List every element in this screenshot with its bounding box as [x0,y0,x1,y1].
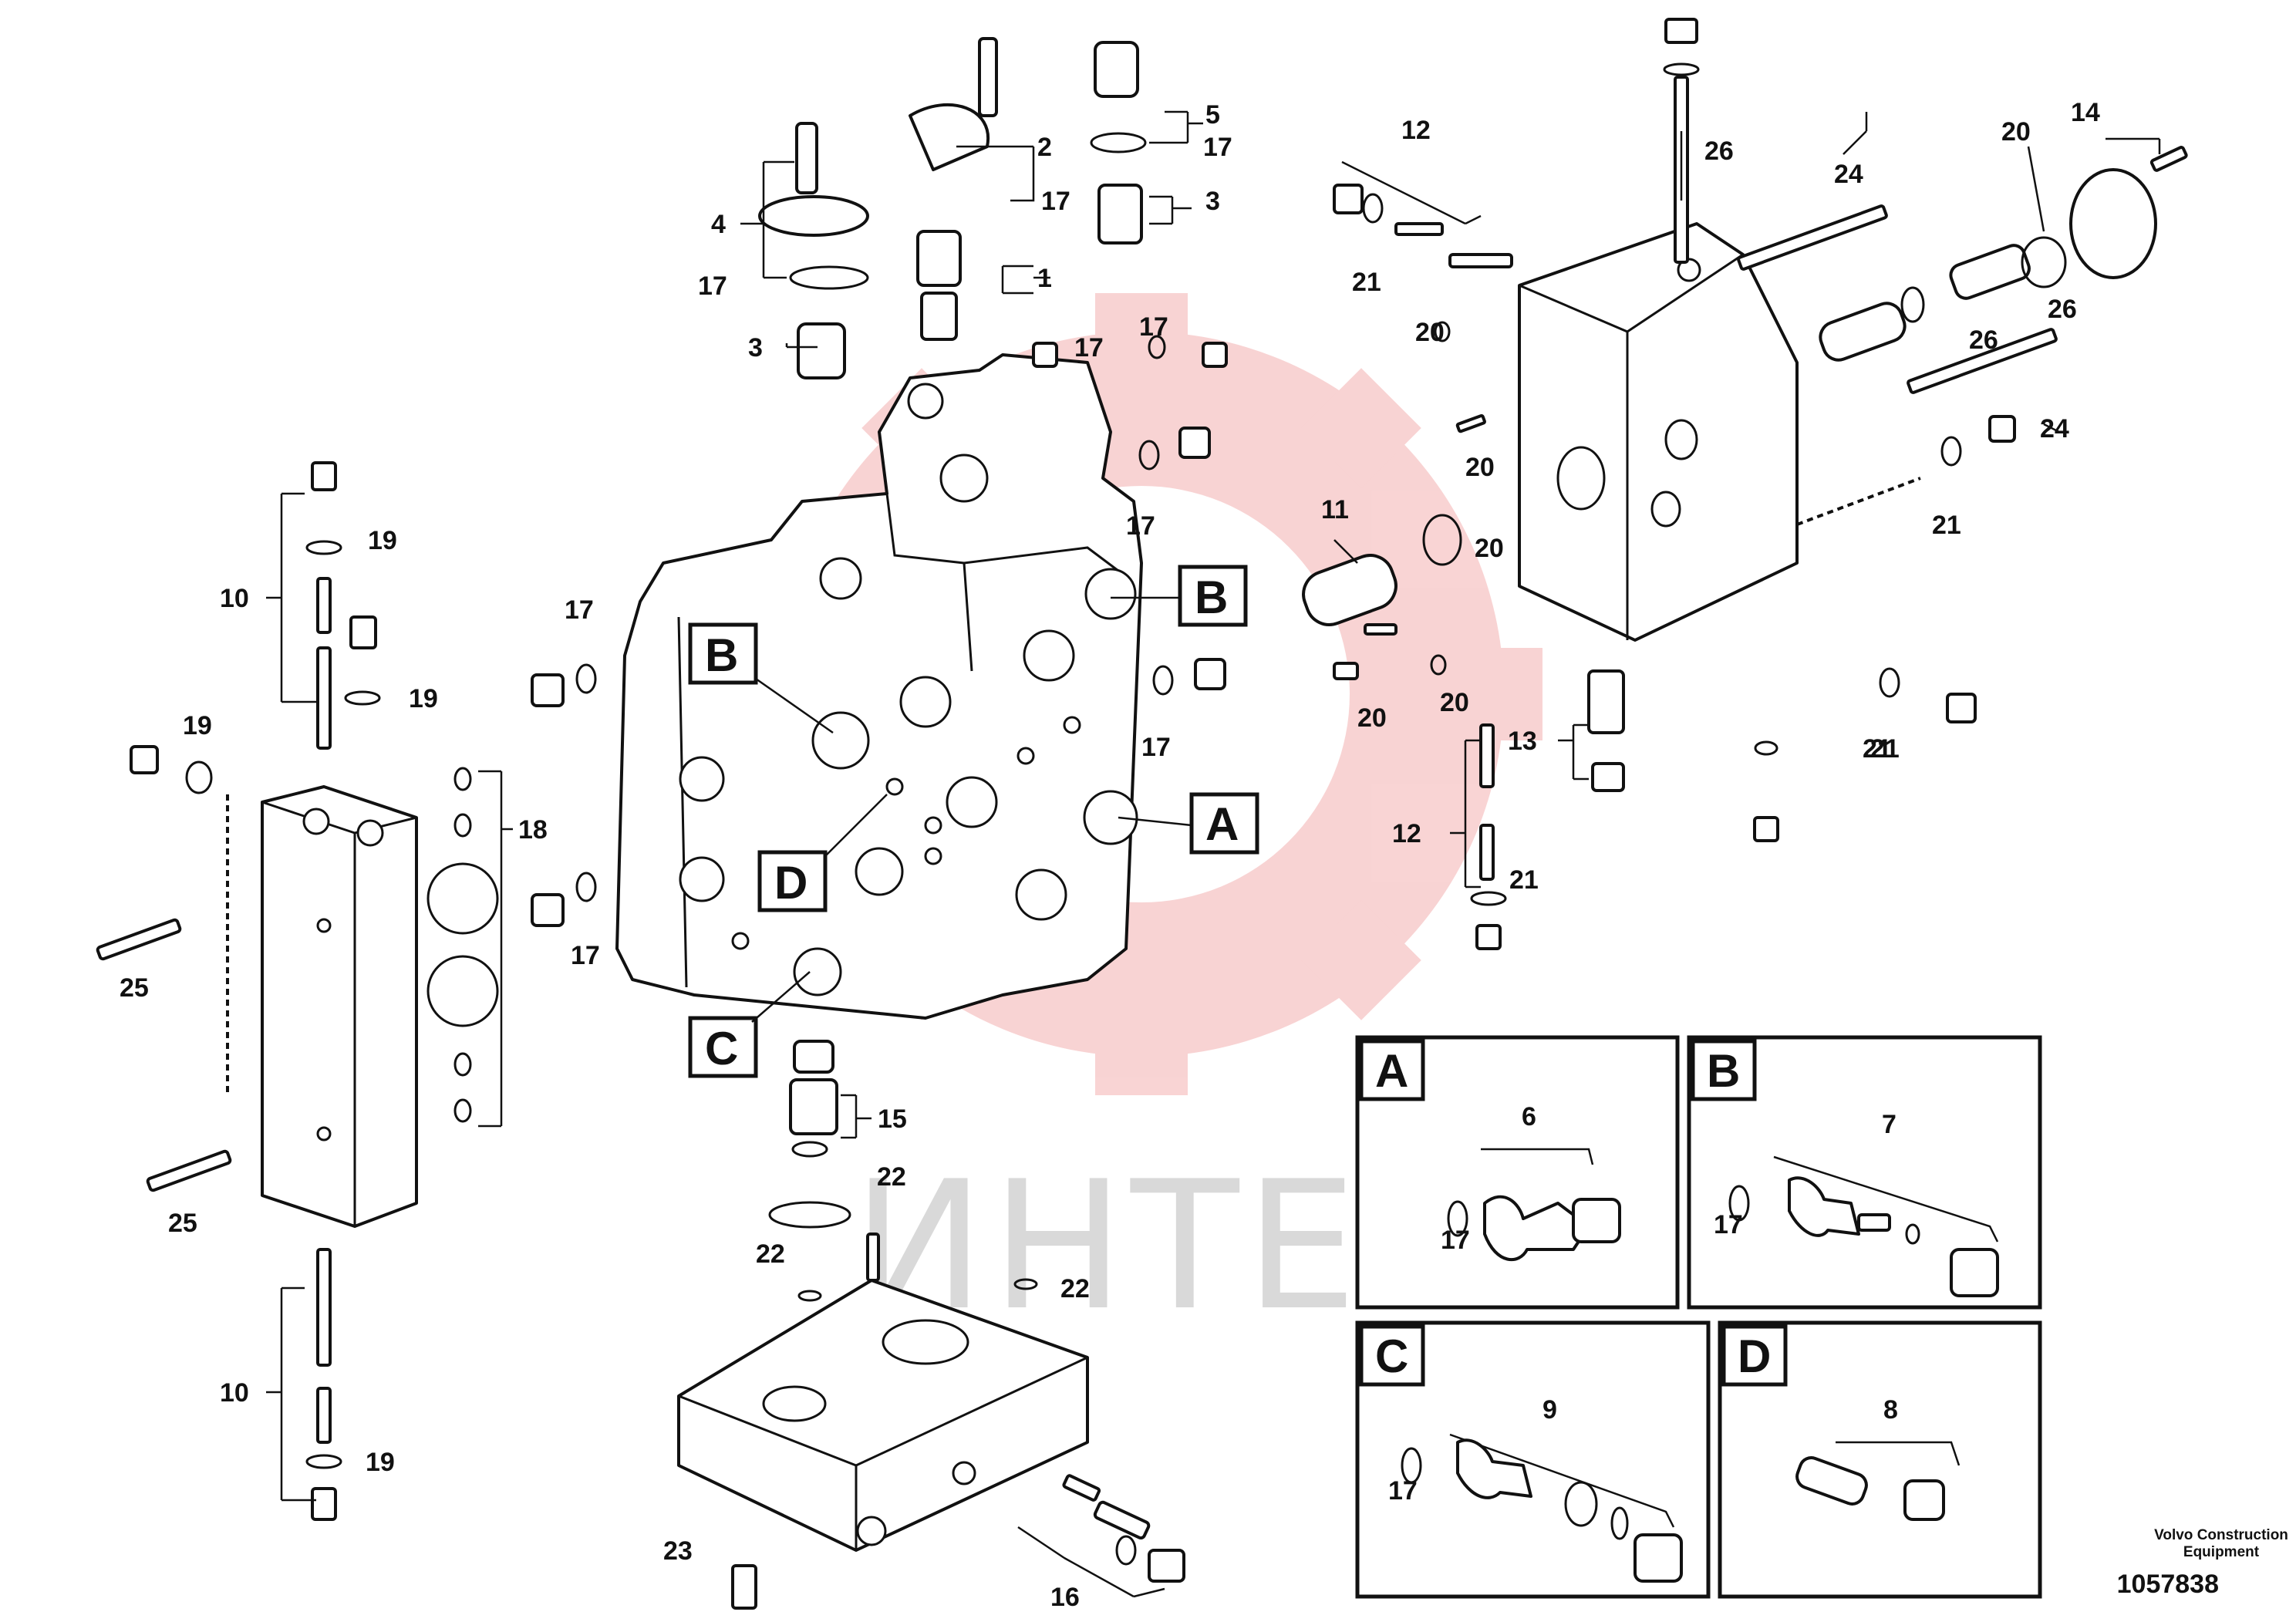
label-26a: 26 [1704,137,1734,166]
inset-B: B 7 17 [1687,1035,2042,1310]
svg-text:D: D [774,857,807,909]
label-12b: 12 [1392,819,1421,848]
label-22c: 22 [1060,1274,1090,1303]
svg-text:D: D [1738,1330,1771,1382]
main-callout-C: C [688,971,811,1078]
label-24b: 24 [2040,414,2069,443]
label-10b: 10 [220,1378,249,1408]
label-3a: 3 [1205,187,1220,216]
svg-text:17: 17 [1714,1210,1743,1239]
label-26c: 26 [1969,325,1998,355]
main-callout-B-left: B [688,622,834,734]
main-valve-body [615,353,1143,1020]
label-13: 13 [1508,727,1537,756]
svg-text:A: A [1375,1045,1408,1097]
leader-lines [266,110,2161,1598]
label-25a: 25 [120,973,149,1003]
label-21a: 21 [1352,268,1381,297]
right-valve-block [1518,222,1921,642]
label-24a: 24 [1834,160,1863,189]
svg-text:7: 7 [1882,1110,1896,1139]
credit-line-2: Equipment [2183,1544,2260,1560]
label-19a: 19 [368,526,397,555]
svg-text:C: C [705,1023,738,1074]
drawing-number: 1057838 [2117,1570,2219,1599]
main-callout-B-right: B [1111,565,1248,627]
label-17b: 17 [1041,187,1070,216]
label-17f: 17 [1126,511,1155,541]
label-21b: 21 [1932,511,1961,540]
part-labels: 1 2 3 3 4 5 17 17 17 17 17 17 17 17 17 1… [120,98,2100,1612]
label-18: 18 [518,815,548,845]
label-11: 11 [1321,495,1349,524]
left-valve-block [226,785,418,1228]
label-17h: 17 [565,595,594,625]
svg-text:B: B [1707,1045,1740,1097]
inset-C: C 9 17 [1355,1320,1711,1599]
inset-A: A 6 17 [1355,1035,1680,1310]
bottom-cover-plate [677,1279,1089,1552]
credit-line-1: Volvo Construction [2154,1527,2288,1543]
label-19d: 19 [366,1448,395,1477]
label-15: 15 [878,1104,907,1134]
label-21c: 21 [1863,734,1892,764]
label-19b: 19 [409,684,438,713]
svg-text:B: B [1195,572,1228,623]
label-17d: 17 [1074,333,1104,363]
svg-text:C: C [1375,1330,1408,1382]
label-2: 2 [1037,133,1052,162]
label-16: 16 [1050,1583,1080,1612]
small-components [96,18,2188,1610]
label-20a: 20 [2001,117,2031,147]
label-20d: 20 [1475,534,1504,563]
label-1: 1 [1037,264,1052,293]
label-26b: 26 [2048,295,2077,324]
inset-D: D 8 [1718,1320,2042,1599]
label-20e: 20 [1357,703,1387,733]
label-21e: 21 [1509,865,1539,895]
svg-text:8: 8 [1883,1395,1898,1425]
label-25b: 25 [168,1209,197,1238]
label-17e: 17 [1139,312,1168,342]
label-17a: 17 [1203,133,1232,162]
label-3b: 3 [748,333,763,363]
label-23: 23 [663,1536,693,1566]
label-20b: 20 [1415,318,1445,347]
svg-text:6: 6 [1522,1102,1536,1131]
svg-text:9: 9 [1542,1395,1557,1425]
svg-text:A: A [1205,798,1239,850]
main-callout-D: D [757,794,888,912]
label-20c: 20 [1465,453,1495,482]
label-17i: 17 [571,941,600,970]
label-5: 5 [1205,100,1220,130]
drawing-credit: Volvo Construction Equipment 1057838 [2117,1527,2288,1599]
label-22a: 22 [877,1162,906,1192]
label-20f: 20 [1440,688,1469,717]
label-14: 14 [2071,98,2100,127]
label-10a: 10 [220,584,249,613]
label-12a: 12 [1401,116,1431,145]
label-17g: 17 [1141,733,1171,762]
svg-text:17: 17 [1388,1476,1418,1506]
main-callout-A: A [1118,792,1259,855]
label-17c: 17 [698,271,727,301]
label-4: 4 [711,210,726,239]
svg-text:B: B [705,629,738,681]
label-19c: 19 [183,711,212,740]
label-22b: 22 [756,1239,785,1269]
label-21d: 21 [1870,734,1900,764]
